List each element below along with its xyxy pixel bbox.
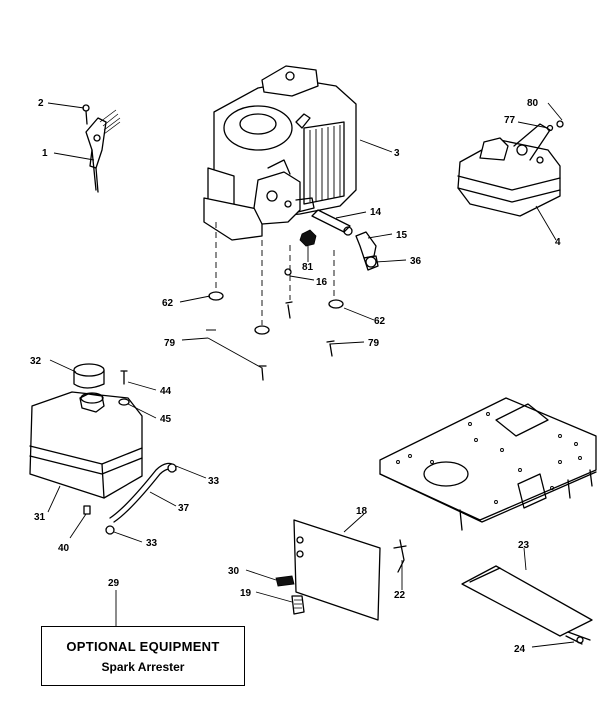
clip-19: [291, 595, 305, 615]
callout-24: 24: [514, 644, 526, 655]
callout-4: 4: [555, 237, 561, 248]
callout-15: 15: [396, 230, 408, 241]
heat-shield: [293, 519, 407, 621]
clip-40: [83, 505, 91, 515]
callout-62-left: 62: [162, 298, 174, 309]
callout-14: 14: [370, 207, 382, 218]
optional-equipment-box: OPTIONAL EQUIPMENT Spark Arrester: [41, 626, 245, 686]
callout-62-right: 62: [374, 316, 386, 327]
callout-81: 81: [302, 262, 314, 273]
callout-18: 18: [356, 506, 368, 517]
callout-1: 1: [42, 148, 48, 159]
callout-45: 45: [160, 414, 172, 425]
optional-equipment-title: OPTIONAL EQUIPMENT: [66, 639, 220, 654]
callout-79-left: 79: [164, 338, 176, 349]
fuel-tank: [29, 391, 143, 499]
exhaust-pipe: [311, 209, 353, 236]
engine-frame: [379, 397, 597, 531]
callout-33-top: 33: [208, 476, 220, 487]
callout-16: 16: [316, 277, 328, 288]
screw-44: [120, 370, 128, 385]
callout-22: 22: [394, 590, 406, 601]
callout-40: 40: [58, 543, 70, 554]
leader-lines: [47, 102, 575, 648]
callout-30: 30: [228, 566, 240, 577]
lock-nut-36: [365, 256, 377, 268]
mounting-hardware: [206, 222, 365, 381]
nut-81: [299, 229, 317, 247]
callout-79-right: 79: [368, 338, 380, 349]
callout-36: 36: [410, 256, 422, 267]
callout-31: 31: [34, 512, 46, 523]
callout-80: 80: [527, 98, 539, 109]
callout-2: 2: [38, 98, 44, 109]
engine: [203, 65, 357, 241]
throttle-control: [85, 109, 121, 193]
washer-45: [118, 398, 130, 406]
callout-numbers: 2 1 3 80 77 4 14 15 36 81 16 62 62 79 79…: [30, 98, 561, 655]
fuel-cap: [73, 363, 105, 389]
skid-plate: [461, 565, 593, 645]
callout-29: 29: [108, 578, 120, 589]
callout-3: 3: [394, 148, 400, 159]
optional-equipment-item: Spark Arrester: [101, 660, 185, 674]
bushing-30: [275, 575, 295, 587]
callout-32: 32: [30, 356, 42, 367]
callout-33-bottom: 33: [146, 538, 158, 549]
muffler: [457, 120, 564, 217]
callout-19: 19: [240, 588, 252, 599]
hose-clamps-33: [105, 463, 177, 535]
callout-44: 44: [160, 386, 172, 397]
callout-77: 77: [504, 115, 516, 126]
callout-23: 23: [518, 540, 530, 551]
callout-37: 37: [178, 503, 190, 514]
